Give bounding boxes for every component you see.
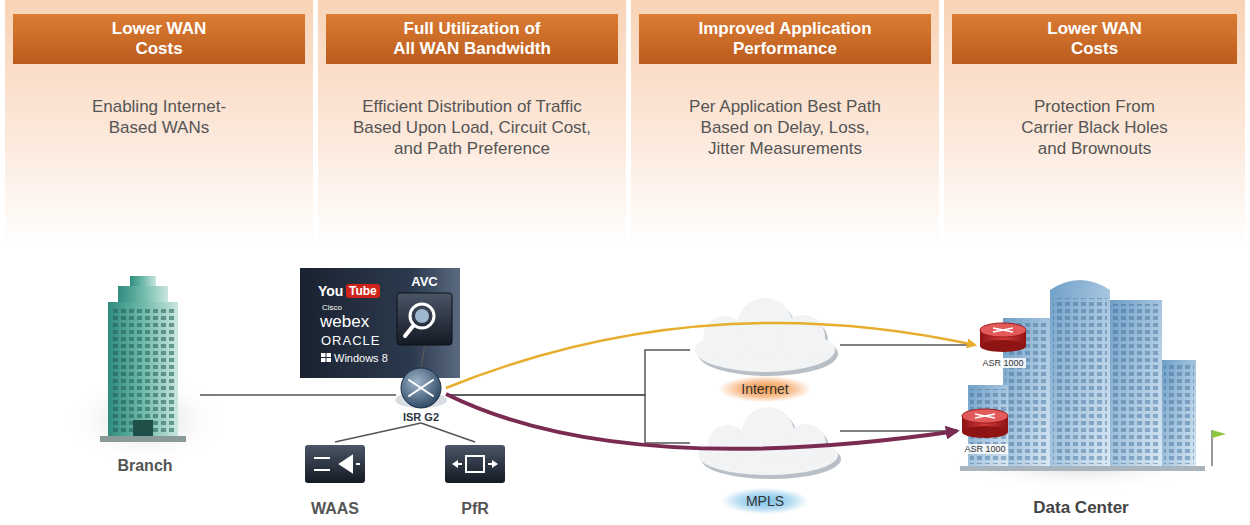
traffic-path-arrow — [446, 323, 975, 388]
waas-appliance: WAAS — [300, 442, 370, 520]
app-logo: Tube — [346, 284, 380, 298]
network-link — [446, 350, 690, 395]
column-description: Efficient Distribution of Traffic Based … — [340, 96, 605, 159]
node-label: MPLS — [722, 488, 808, 514]
branch-building: Branch — [90, 275, 200, 477]
column-heading: Lower WAN Costs — [13, 14, 305, 64]
app-logo: Cisco — [322, 304, 342, 312]
benefit-column: Improved Application PerformancePer Appl… — [631, 0, 939, 245]
network-link — [335, 423, 421, 442]
app-logo: ORACLE — [321, 334, 380, 347]
column-description: Protection From Carrier Black Holes and … — [1010, 96, 1180, 159]
benefit-column: Lower WAN CostsProtection From Carrier B… — [944, 0, 1245, 245]
node-label: PfR — [457, 498, 493, 520]
column-description: Enabling Internet-Based WANs — [74, 96, 244, 138]
network-link — [421, 423, 475, 442]
column-heading: Lower WAN Costs — [952, 14, 1237, 64]
node-label: Branch — [113, 455, 176, 477]
app-logo: You — [318, 284, 343, 298]
network-link — [840, 344, 975, 346]
benefit-column: Full Utilization of All WAN BandwidthEff… — [318, 0, 626, 245]
node-label: ASR 1000 — [962, 444, 1007, 454]
node-label: AVC — [411, 274, 437, 289]
node-label: Internet — [719, 376, 810, 402]
column-heading: Full Utilization of All WAN Bandwidth — [326, 14, 618, 64]
asr-router: ASR 1000 — [957, 408, 1013, 454]
internet-cloud: Internet — [690, 300, 840, 402]
node-label: ASR 1000 — [980, 358, 1025, 368]
traffic-path-arrow — [446, 394, 957, 449]
network-link — [421, 347, 425, 367]
column-description: Per Application Best Path Based on Delay… — [683, 96, 888, 159]
data-center: Data CenterASR 1000ASR 1000 — [950, 275, 1212, 520]
network-link — [200, 394, 396, 396]
benefit-column: Lower WAN CostsEnabling Internet-Based W… — [5, 0, 313, 245]
avc-appliance: AVC — [392, 274, 457, 347]
node-label: ISR G2 — [401, 411, 441, 423]
app-logo: Windows 8 — [334, 353, 388, 364]
router: ISR G2 — [396, 367, 446, 423]
asr-router: ASR 1000 — [975, 322, 1031, 368]
column-heading: Improved Application Performance — [639, 14, 931, 64]
node-label: WAAS — [307, 498, 363, 520]
node-label: Data Center — [1029, 496, 1132, 520]
app-logo: webex — [320, 313, 369, 330]
pfr-appliance: PfR — [440, 442, 510, 520]
mpls-cloud: MPLS — [690, 408, 840, 514]
